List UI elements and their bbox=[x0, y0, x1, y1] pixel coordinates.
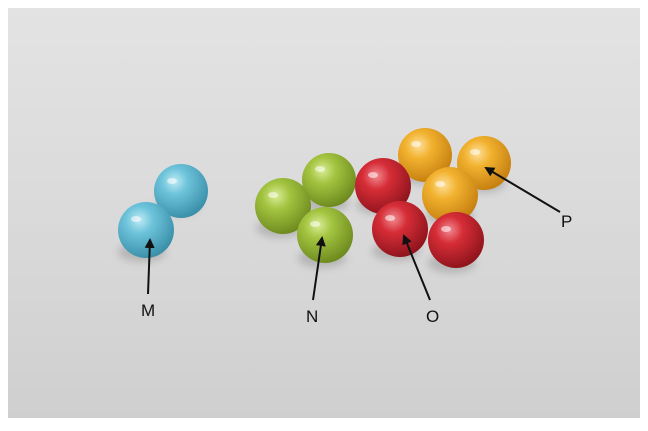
label-m: M bbox=[141, 301, 156, 320]
red-bead bbox=[355, 158, 411, 214]
arrow-o bbox=[402, 234, 431, 301]
pointer-arrows bbox=[144, 166, 561, 301]
bead-highlights bbox=[131, 141, 480, 232]
red-beads bbox=[355, 158, 484, 268]
blue-beads bbox=[118, 164, 208, 258]
blue-bead bbox=[154, 164, 208, 218]
arrow-n bbox=[312, 236, 326, 301]
label-p: P bbox=[561, 212, 573, 231]
arrow-m bbox=[144, 238, 155, 295]
label-n: N bbox=[306, 307, 319, 326]
label-o: O bbox=[426, 307, 440, 326]
yellow-bead bbox=[422, 167, 478, 223]
red-bead bbox=[428, 212, 484, 268]
green-beads bbox=[255, 153, 356, 263]
yellow-bead bbox=[398, 128, 452, 182]
arrow-p bbox=[484, 166, 561, 213]
blue-bead bbox=[118, 202, 174, 258]
red-bead bbox=[372, 201, 428, 257]
green-bead bbox=[297, 207, 353, 263]
yellow-beads bbox=[398, 128, 511, 223]
green-bead bbox=[302, 153, 356, 207]
green-bead bbox=[255, 178, 311, 234]
